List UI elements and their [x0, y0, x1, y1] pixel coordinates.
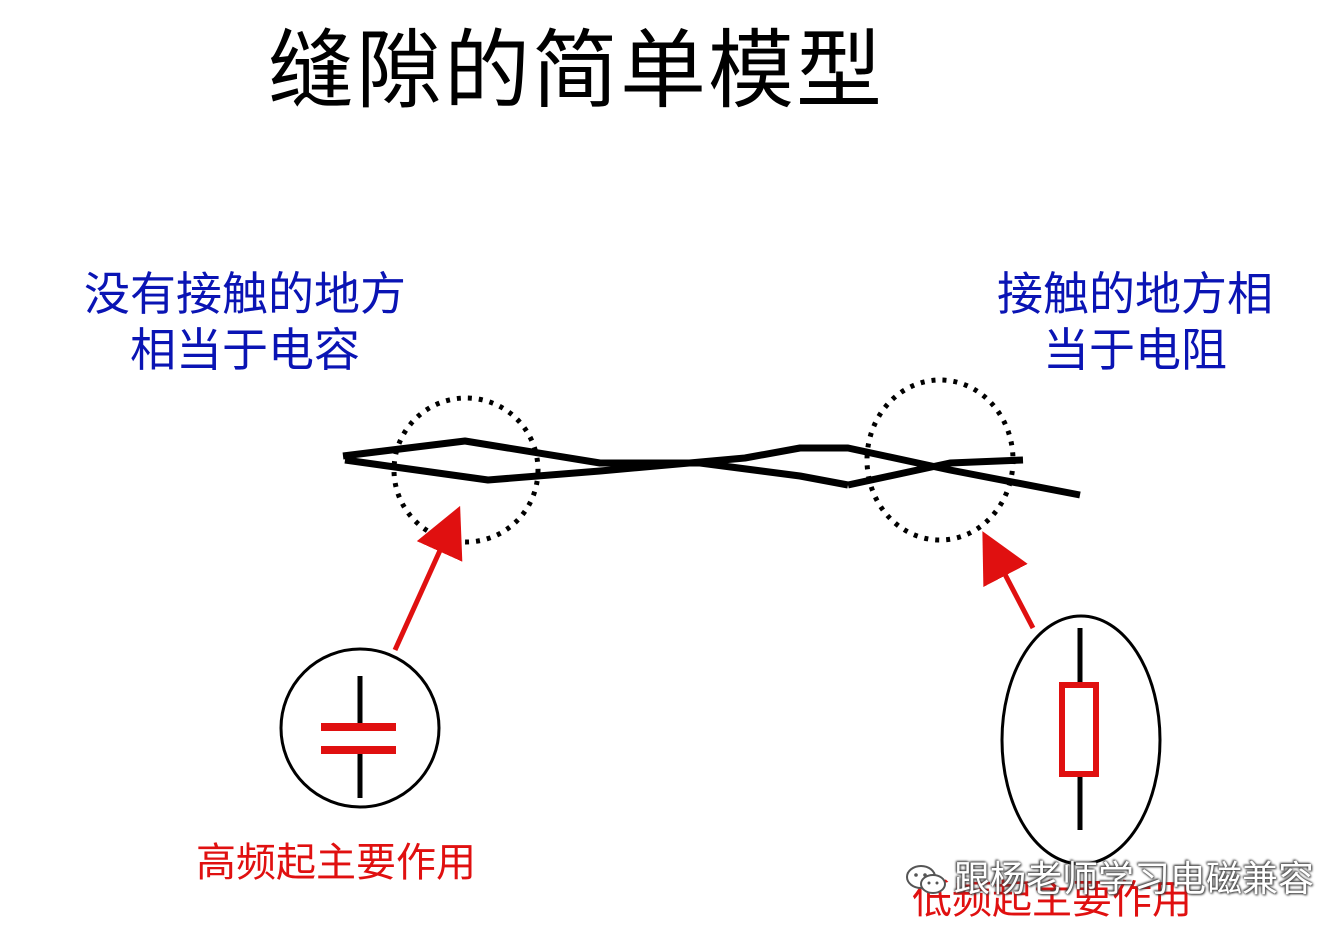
wechat-icon	[906, 865, 946, 894]
non-contact-region-circle	[391, 395, 541, 545]
arrow-to-contact	[982, 531, 1036, 630]
resistor-icon	[1000, 614, 1162, 866]
metal-plate-upper	[342, 437, 849, 489]
resistance-note-line2: 当于电阻	[1043, 323, 1227, 377]
metal-plate-lower-tail	[847, 456, 1024, 489]
resistance-note-line1: 接触的地方相	[997, 267, 1273, 321]
capacitance-note: 没有接触的地方 相当于电容	[70, 266, 420, 378]
metal-plate-lower	[344, 444, 1081, 499]
low-frequency-label: 低频起主要作用	[912, 877, 1192, 923]
page-title: 缝隙的简单模型	[268, 21, 884, 121]
watermark-text: 跟杨老师学习电磁兼容	[954, 859, 1315, 900]
capacitance-note-line1: 没有接触的地方	[84, 267, 406, 321]
high-frequency-label: 高频起主要作用	[196, 840, 476, 886]
capacitance-note-line2: 相当于电容	[130, 323, 360, 377]
arrow-to-non-contact	[392, 505, 463, 652]
resistance-note: 接触的地方相 当于电阻	[975, 266, 1295, 378]
capacitor-icon	[279, 647, 441, 809]
watermark: 跟杨老师学习电磁兼容	[904, 862, 1314, 898]
contact-region-circle	[864, 377, 1016, 543]
